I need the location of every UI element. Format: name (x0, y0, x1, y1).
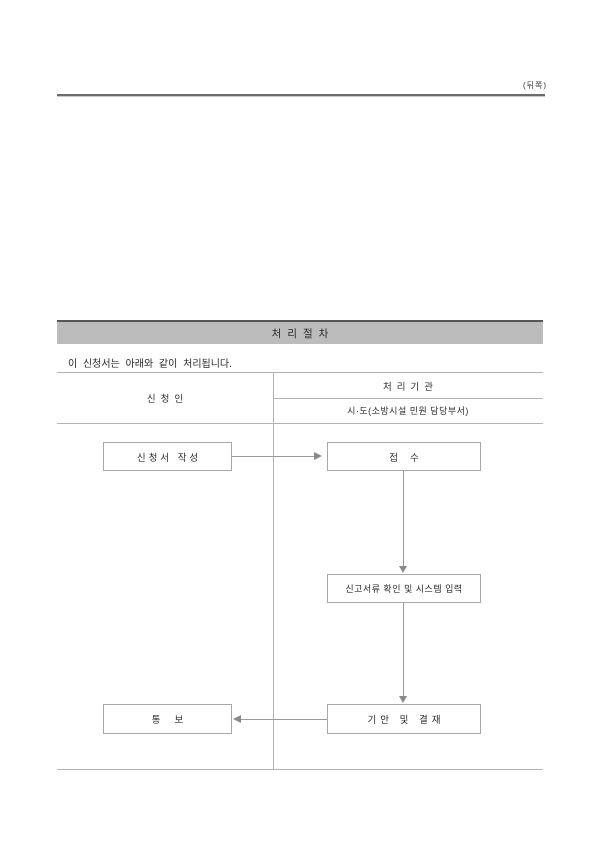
header-row-border (57, 423, 543, 424)
arrow-line-check-to-draft (403, 603, 404, 696)
agency-header-divider (273, 398, 543, 399)
column-divider (273, 373, 274, 769)
procedure-table: 신청인 처리기관 시·도(소방시설 민원 담당부서) 신청서 작성 접수 신고서… (57, 372, 543, 770)
flow-step-draft-approval: 기안 및 결재 (327, 704, 481, 734)
section-title: 처리절차 (271, 327, 335, 340)
agency-column-header: 처리기관 (383, 381, 438, 393)
back-side-label: (뒤쪽) (522, 81, 547, 90)
arrow-line-draft-to-notify (241, 719, 327, 720)
flow-step-notification: 통보 (103, 704, 232, 734)
arrow-line-receipt-to-check (403, 471, 404, 566)
flow-step-receipt: 접수 (327, 442, 481, 471)
agency-subheader: 시·도(소방시설 민원 담당부서) (347, 406, 469, 416)
arrow-right-icon (314, 452, 322, 460)
arrow-down-icon (399, 696, 407, 703)
section-header-bar: 처리절차 (57, 320, 543, 344)
arrow-left-icon (233, 715, 241, 723)
top-rule (57, 94, 545, 97)
applicant-column-header: 신청인 (146, 394, 189, 405)
arrow-line-write-to-receipt (232, 456, 314, 457)
arrow-down-icon (399, 566, 407, 573)
flow-step-document-check: 신고서류 확인 및 시스템 입력 (327, 574, 481, 603)
flow-step-write-application: 신청서 작성 (103, 442, 232, 471)
intro-text: 이 신청서는 아래와 같이 처리됩니다. (68, 359, 232, 370)
